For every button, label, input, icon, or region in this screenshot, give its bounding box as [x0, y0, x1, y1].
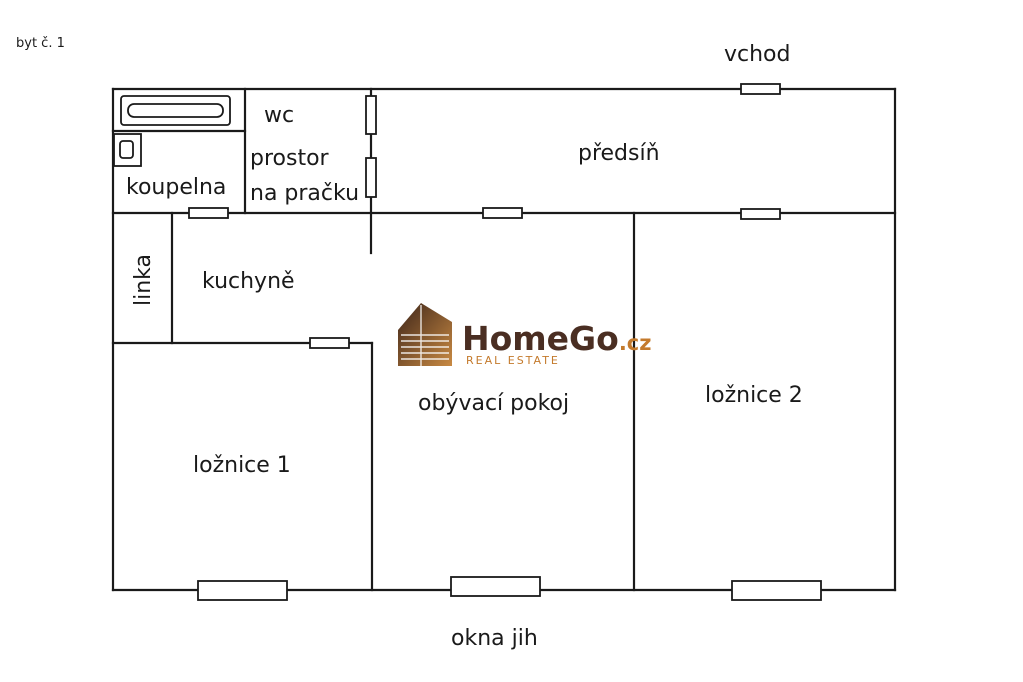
label-counter: linka: [131, 254, 156, 306]
door-living: [482, 207, 523, 219]
logo-brand: HomeGo.cz: [462, 319, 651, 358]
window-bedroom2: [731, 580, 822, 601]
building-icon: [398, 303, 452, 366]
door-bathroom: [188, 207, 229, 219]
label-windows-south: okna jih: [451, 626, 538, 651]
label-hall: předsíň: [578, 141, 660, 166]
door-entrance: [740, 83, 781, 95]
door-wc: [365, 95, 377, 135]
label-bedroom-2: ložnice 2: [705, 383, 803, 408]
windows: [197, 576, 822, 601]
door-bedroom1: [309, 337, 350, 349]
logo-tagline: REAL ESTATE: [466, 354, 560, 367]
label-bedroom-1: ložnice 1: [193, 453, 291, 478]
logo-brand-main: HomeGo: [462, 319, 619, 358]
bathtub-inner: [127, 103, 224, 118]
bathroom-fixtures: [113, 95, 231, 167]
door-washer: [365, 157, 377, 198]
sink-inner: [119, 140, 134, 159]
page-label: byt č. 1: [16, 36, 65, 51]
window-bedroom1: [197, 580, 288, 601]
logo-brand-suffix: .cz: [619, 331, 652, 355]
homego-logo: HomeGo.cz REAL ESTATE: [398, 303, 651, 367]
label-entrance: vchod: [724, 42, 790, 67]
door-bedroom2: [740, 208, 781, 220]
label-washer-line2: na pračku: [250, 181, 359, 206]
label-washer-line1: prostor: [250, 146, 330, 171]
label-bathroom: koupelna: [126, 175, 226, 200]
window-living: [450, 576, 541, 597]
label-wc: wc: [264, 103, 294, 128]
label-kitchen: kuchyně: [202, 269, 295, 294]
doors: [188, 83, 781, 349]
label-living-room: obývací pokoj: [418, 391, 569, 416]
